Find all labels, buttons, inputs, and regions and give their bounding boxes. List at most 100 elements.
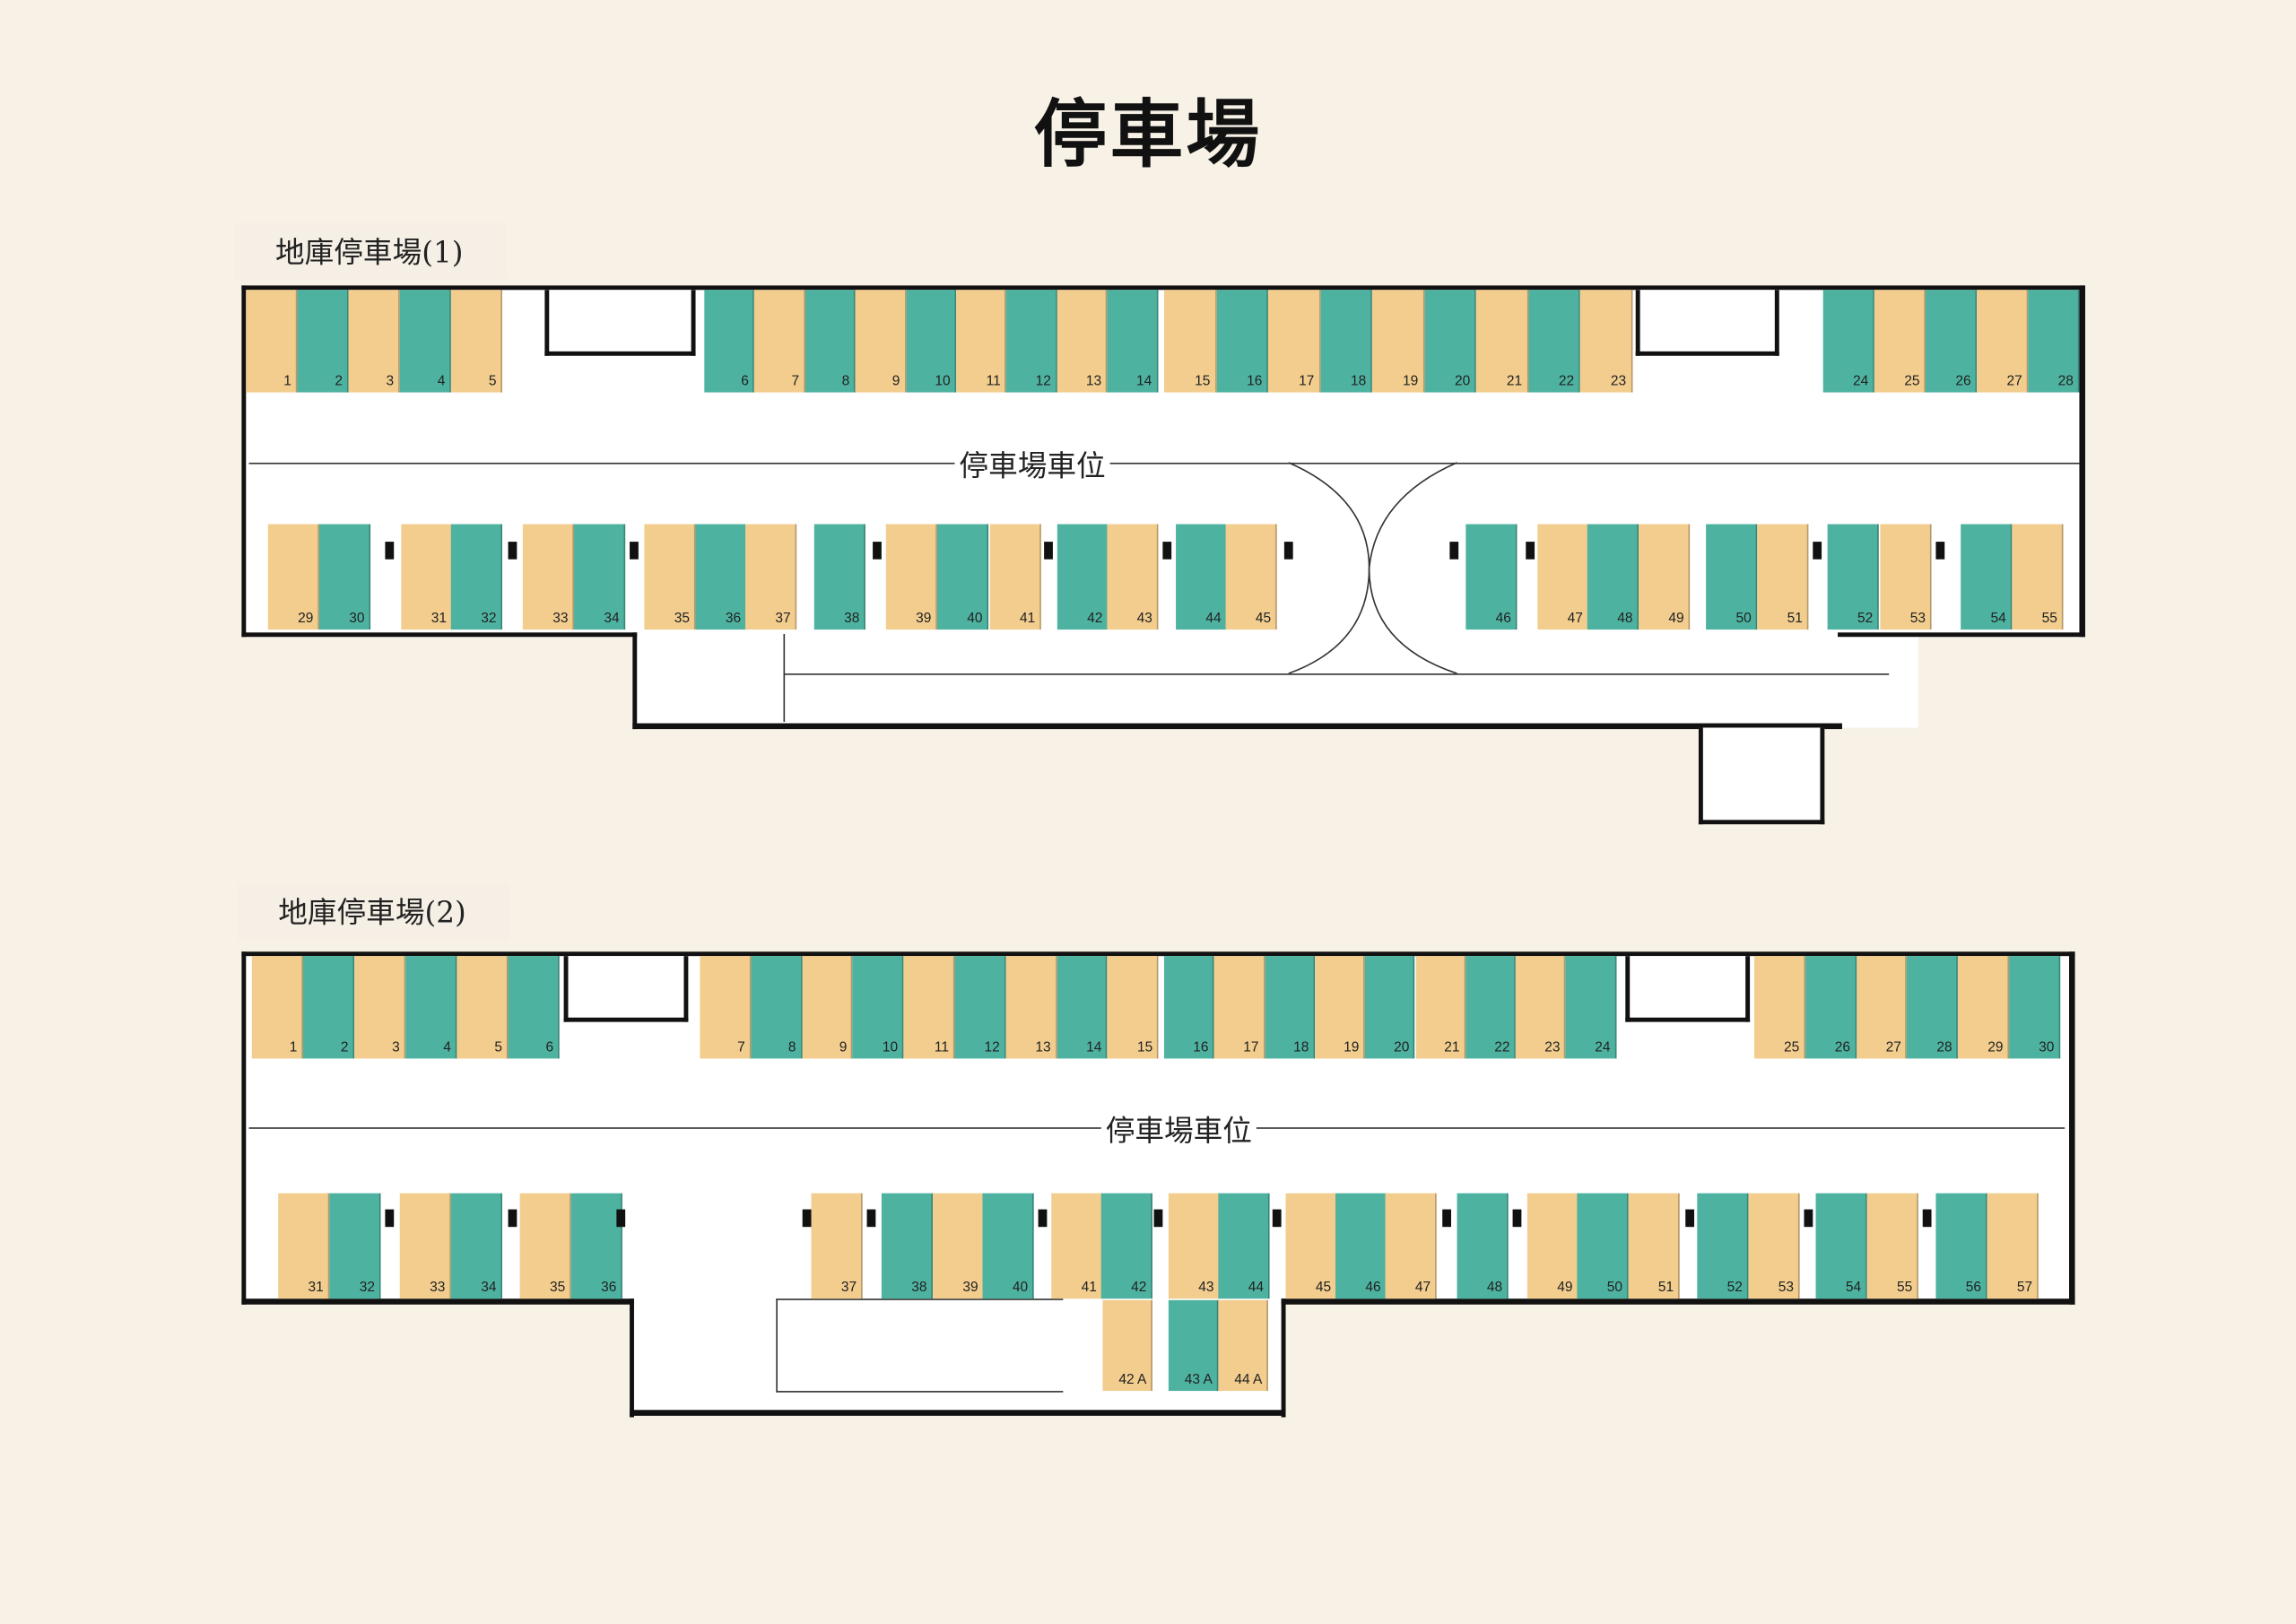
parking-stall-37[interactable]: 37 [745, 524, 797, 630]
parking-stall-19[interactable]: 19 [1371, 290, 1424, 393]
parking-stall-2[interactable]: 2 [297, 290, 349, 393]
parking-stall-3[interactable]: 3 [348, 290, 400, 393]
parking-stall-12[interactable]: 12 [1006, 290, 1057, 393]
parking-stall-39[interactable]: 39 [885, 524, 937, 630]
parking-stall-18[interactable]: 18 [1264, 956, 1315, 1059]
parking-stall-15[interactable]: 15 [1163, 290, 1216, 393]
parking-stall-46[interactable]: 46 [1335, 1193, 1387, 1299]
parking-stall-2[interactable]: 2 [302, 956, 355, 1059]
parking-stall-8[interactable]: 8 [751, 956, 803, 1059]
parking-stall-10[interactable]: 10 [852, 956, 904, 1059]
parking-stall-35[interactable]: 35 [644, 524, 696, 630]
parking-stall-18[interactable]: 18 [1319, 290, 1372, 393]
parking-stall-41[interactable]: 41 [989, 524, 1041, 630]
parking-stall-9[interactable]: 9 [802, 956, 853, 1059]
parking-stall-34[interactable]: 34 [450, 1193, 503, 1299]
parking-stall-10[interactable]: 10 [905, 290, 957, 393]
parking-stall-26[interactable]: 26 [1926, 290, 1978, 393]
parking-stall-42[interactable]: 42 [1100, 1193, 1152, 1299]
parking-stall-22[interactable]: 22 [1527, 290, 1580, 393]
parking-stall-21[interactable]: 21 [1415, 956, 1466, 1059]
parking-stall-50[interactable]: 50 [1577, 1193, 1629, 1299]
parking-stall-21[interactable]: 21 [1475, 290, 1528, 393]
parking-stall-46[interactable]: 46 [1465, 524, 1518, 630]
parking-stall-47[interactable]: 47 [1537, 524, 1589, 630]
parking-stall-49[interactable]: 49 [1526, 1193, 1579, 1299]
parking-stall-25[interactable]: 25 [1874, 290, 1926, 393]
parking-stall-5[interactable]: 5 [450, 290, 503, 393]
parking-stall-56[interactable]: 56 [1935, 1193, 1987, 1299]
parking-stall-50[interactable]: 50 [1706, 524, 1758, 630]
parking-stall-13[interactable]: 13 [1057, 290, 1108, 393]
parking-stall-28[interactable]: 28 [2028, 290, 2080, 393]
parking-stall-16[interactable]: 16 [1163, 956, 1214, 1059]
parking-stall-33[interactable]: 33 [399, 1193, 451, 1299]
parking-stall-30[interactable]: 30 [318, 524, 371, 630]
parking-stall-16[interactable]: 16 [1215, 290, 1268, 393]
parking-stall-45[interactable]: 45 [1225, 524, 1277, 630]
parking-stall-53[interactable]: 53 [1880, 524, 1932, 630]
parking-stall-52[interactable]: 52 [1697, 1193, 1749, 1299]
parking-stall-55[interactable]: 55 [2012, 524, 2064, 630]
parking-stall-44[interactable]: 44 [1176, 524, 1228, 630]
parking-stall-9[interactable]: 9 [855, 290, 906, 393]
parking-stall-5[interactable]: 5 [457, 956, 509, 1059]
parking-stall-33[interactable]: 33 [522, 524, 575, 630]
parking-stall-43A[interactable]: 43 A [1168, 1299, 1219, 1392]
parking-stall-44[interactable]: 44 [1218, 1193, 1270, 1299]
parking-stall-29[interactable]: 29 [267, 524, 319, 630]
parking-stall-35[interactable]: 35 [519, 1193, 571, 1299]
parking-stall-53[interactable]: 53 [1748, 1193, 1800, 1299]
parking-stall-11[interactable]: 11 [956, 290, 1007, 393]
parking-stall-24[interactable]: 24 [1565, 956, 1616, 1059]
parking-stall-1[interactable]: 1 [246, 290, 298, 393]
parking-stall-42[interactable]: 42 [1057, 524, 1109, 630]
parking-stall-17[interactable]: 17 [1267, 290, 1320, 393]
parking-stall-43[interactable]: 43 [1107, 524, 1159, 630]
parking-stall-23[interactable]: 23 [1579, 290, 1632, 393]
parking-stall-32[interactable]: 32 [450, 524, 503, 630]
parking-stall-13[interactable]: 13 [1005, 956, 1057, 1059]
parking-stall-22[interactable]: 22 [1465, 956, 1516, 1059]
parking-stall-14[interactable]: 14 [1057, 956, 1108, 1059]
parking-stall-12[interactable]: 12 [954, 956, 1006, 1059]
parking-stall-37[interactable]: 37 [811, 1193, 863, 1299]
parking-stall-26[interactable]: 26 [1805, 956, 1857, 1059]
parking-stall-17[interactable]: 17 [1213, 956, 1265, 1059]
parking-stall-57[interactable]: 57 [1987, 1193, 2039, 1299]
parking-stall-14[interactable]: 14 [1107, 290, 1158, 393]
parking-stall-44A[interactable]: 44 A [1218, 1299, 1268, 1392]
parking-stall-41[interactable]: 41 [1051, 1193, 1103, 1299]
parking-stall-51[interactable]: 51 [1628, 1193, 1680, 1299]
parking-stall-40[interactable]: 40 [936, 524, 989, 630]
parking-stall-25[interactable]: 25 [1753, 956, 1805, 1059]
parking-stall-43[interactable]: 43 [1168, 1193, 1221, 1299]
parking-stall-15[interactable]: 15 [1107, 956, 1159, 1059]
parking-stall-40[interactable]: 40 [982, 1193, 1034, 1299]
parking-stall-23[interactable]: 23 [1515, 956, 1566, 1059]
parking-stall-6[interactable]: 6 [704, 290, 755, 393]
parking-stall-3[interactable]: 3 [354, 956, 406, 1059]
parking-stall-4[interactable]: 4 [405, 956, 457, 1059]
parking-stall-38[interactable]: 38 [813, 524, 865, 630]
parking-stall-54[interactable]: 54 [1961, 524, 2013, 630]
parking-stall-29[interactable]: 29 [1958, 956, 2010, 1059]
parking-stall-7[interactable]: 7 [754, 290, 805, 393]
parking-stall-31[interactable]: 31 [401, 524, 453, 630]
parking-stall-7[interactable]: 7 [700, 956, 752, 1059]
parking-stall-55[interactable]: 55 [1866, 1193, 1918, 1299]
parking-stall-24[interactable]: 24 [1822, 290, 1874, 393]
parking-stall-27[interactable]: 27 [1856, 956, 1908, 1059]
parking-stall-30[interactable]: 30 [2009, 956, 2060, 1059]
parking-stall-54[interactable]: 54 [1815, 1193, 1867, 1299]
parking-stall-42A[interactable]: 42 A [1102, 1299, 1152, 1392]
parking-stall-48[interactable]: 48 [1457, 1193, 1509, 1299]
parking-stall-27[interactable]: 27 [1977, 290, 2029, 393]
parking-stall-19[interactable]: 19 [1314, 956, 1365, 1059]
parking-stall-8[interactable]: 8 [804, 290, 856, 393]
parking-stall-20[interactable]: 20 [1364, 956, 1415, 1059]
parking-stall-4[interactable]: 4 [399, 290, 451, 393]
parking-stall-45[interactable]: 45 [1285, 1193, 1337, 1299]
parking-stall-20[interactable]: 20 [1423, 290, 1476, 393]
parking-stall-32[interactable]: 32 [329, 1193, 381, 1299]
